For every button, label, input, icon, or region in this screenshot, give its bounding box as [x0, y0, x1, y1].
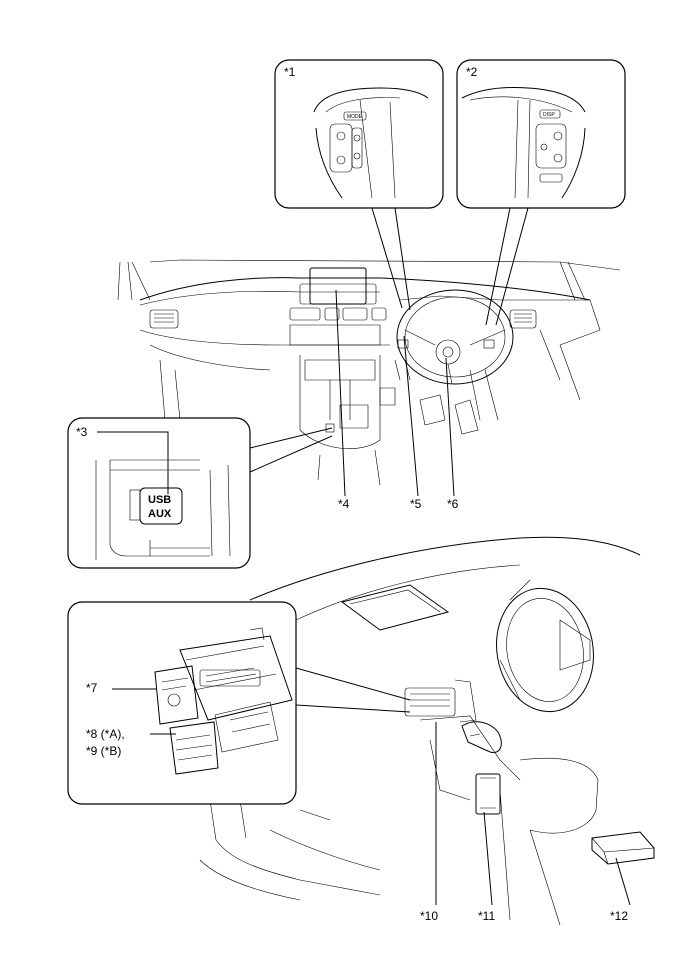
leader-11	[483, 811, 493, 906]
leader-5	[403, 335, 419, 497]
label-4: *4	[338, 497, 350, 511]
callout-1-pointer	[371, 207, 411, 311]
callout-2-pointer	[485, 207, 529, 326]
leader-4	[335, 289, 346, 497]
center-display-cover	[340, 584, 450, 631]
radio-receiver-installed	[404, 687, 456, 717]
label-10: *10	[420, 909, 438, 923]
disp-button-text: DISP	[543, 112, 555, 118]
dashboard-top-view	[117, 259, 621, 486]
label-9: *9 (*B)	[86, 744, 121, 758]
aux-port-text: AUX	[148, 508, 172, 520]
leader-3	[97, 431, 169, 494]
steering-wheel	[396, 289, 514, 385]
label-1: *1	[284, 65, 296, 79]
audio-switch-right	[535, 123, 567, 169]
usb-port-text: USB	[148, 494, 171, 506]
remote-touch-unit	[461, 721, 502, 754]
amplifier-box	[591, 831, 655, 865]
label-7: *7	[86, 681, 98, 695]
module-under-console	[475, 773, 501, 815]
callout-box-parts	[67, 601, 297, 805]
component-8-9	[169, 721, 219, 775]
callout-parts-pointer	[295, 667, 411, 713]
usb-port-location	[325, 423, 335, 433]
label-5: *5	[410, 497, 422, 511]
display-screen	[309, 267, 367, 305]
callout-box-3: USB AUX	[67, 417, 251, 569]
label-8: *8 (*A),	[86, 727, 125, 741]
label-6: *6	[447, 497, 459, 511]
leader-6	[445, 357, 455, 497]
label-11: *11	[478, 909, 495, 923]
label-2: *2	[466, 65, 478, 79]
leader-12	[615, 857, 631, 906]
callout-box-2: DISP	[456, 59, 626, 209]
steering-switch-left	[397, 339, 409, 349]
component-7	[154, 665, 199, 725]
mode-button-text: MODE	[347, 114, 363, 120]
callout-3-pointer	[249, 427, 333, 473]
label-12: *12	[610, 909, 628, 923]
label-3: *3	[76, 425, 88, 439]
interior-bottom-view	[199, 536, 655, 926]
callout-box-1: MODE	[274, 59, 444, 209]
steering-wheel-bottom	[496, 587, 594, 713]
steering-switch-right	[483, 339, 495, 349]
radio-receiver-assembly	[179, 635, 293, 721]
